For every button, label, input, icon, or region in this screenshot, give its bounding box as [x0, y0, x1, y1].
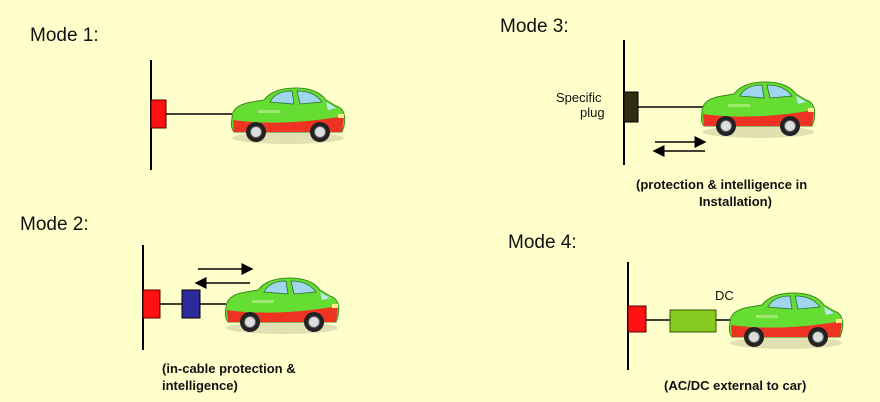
mode-3-note-line1: (protection & intelligence in [636, 177, 808, 192]
mode-4-socket [627, 305, 647, 333]
mode-2-car [224, 277, 340, 335]
mode-4-converter [669, 309, 717, 333]
mode-3-car [700, 81, 816, 139]
mode-1-diagram [150, 60, 346, 170]
mode-2-diagram [142, 245, 340, 350]
mode-2-note-line2: intelligence) [162, 378, 238, 393]
mode-4-dc-label: DC [715, 288, 734, 303]
mode-3-diagram [623, 40, 816, 165]
mode-1-socket [150, 99, 167, 129]
mode-4-title: Mode 4: [508, 232, 577, 253]
mode-2-title: Mode 2: [20, 214, 89, 235]
mode-2-note-line1: (in-cable protection & [162, 361, 296, 376]
mode-4-note: (AC/DC external to car) [664, 378, 807, 393]
mode-3-note-line2: Installation) [699, 194, 772, 209]
mode-4-car [728, 292, 844, 350]
mode-4-diagram [627, 262, 844, 370]
mode-3-specific-plug [623, 91, 639, 123]
mode-3-plug-label-line1: Specific [556, 90, 602, 105]
mode-1-car [230, 87, 346, 145]
mode-3-plug-label-line2: plug [580, 105, 605, 120]
mode-2-control-box [181, 289, 201, 319]
mode-2-socket [142, 289, 161, 319]
mode-3-title: Mode 3: [500, 16, 569, 37]
mode-1-title: Mode 1: [30, 25, 99, 46]
